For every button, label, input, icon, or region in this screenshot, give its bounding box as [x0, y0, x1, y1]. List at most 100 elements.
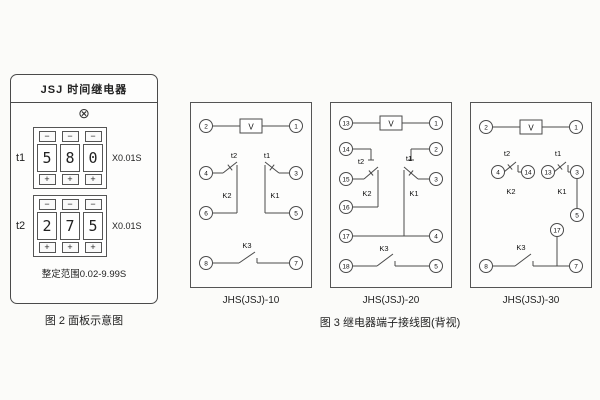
voltage-element-label: V	[248, 123, 254, 132]
decrement-button: −	[38, 131, 56, 142]
wires	[212, 125, 290, 264]
setting-range-text: 整定范围0.02-9.99S	[41, 269, 127, 280]
terminal-number: 5	[434, 264, 438, 271]
voltage-element-label: V	[528, 124, 534, 133]
decrement-button: −	[61, 199, 79, 210]
terminal-number: 8	[204, 261, 208, 268]
increment-button: +	[38, 174, 56, 185]
figure3-caption: 图 3 继电器端子接线图(背视)	[319, 317, 461, 329]
terminal-number: 3	[294, 171, 298, 178]
relay-contact-label: K3	[242, 241, 251, 250]
wiring-box-jhs20: V 13 14 15 16 17 18 1 2 3 4 5 t2 t1 K2 K	[330, 102, 452, 288]
terminal-number: 17	[553, 228, 561, 235]
figure2-caption: 图 2 面板示意图	[44, 315, 124, 327]
thumbwheel-column: − 0 +	[83, 131, 103, 185]
multiplier-label: X0.01S	[112, 153, 142, 163]
time-contact-label: t1	[406, 154, 412, 163]
terminal-number: 18	[342, 264, 350, 271]
terminal-number: 1	[434, 121, 438, 128]
t2-setting-row: t2 − 2 + − 7 + − 5 +	[16, 195, 155, 257]
terminal-number: 13	[544, 170, 552, 177]
thumbwheel-column: − 5 +	[37, 131, 57, 185]
diagram-label-jhs10: JHS(JSJ)-10	[222, 295, 280, 306]
t1-thumbwheel-group: − 5 + − 8 + − 0 +	[33, 127, 107, 189]
t1-setting-row: t1 − 5 + − 8 + − 0 +	[16, 127, 155, 189]
time-contact-label: t1	[264, 151, 270, 160]
increment-button: +	[61, 174, 79, 185]
voltage-element-label: V	[388, 120, 394, 129]
terminal-number: 1	[574, 125, 578, 132]
terminals: 2 1 4 14 13 3 5 17 8 7	[479, 120, 584, 273]
wiring-diagram-jhs10: V 2 1 4 3 6 5 8 7 t2 t1 K2 K1 K3	[199, 118, 303, 270]
wires	[492, 126, 578, 267]
voltage-element-box	[379, 115, 403, 131]
relay-front-panel: JSJ 时间继电器 ⊗ t1 − 5 + − 8 + −	[10, 74, 158, 304]
time-contact-label: t2	[504, 149, 510, 158]
relay-contact-label: K1	[409, 189, 418, 198]
terminal-number: 1	[294, 124, 298, 131]
wiring-diagram-jhs20: V 13 14 15 16 17 18 1 2 3 4 5 t2 t1 K2 K	[339, 115, 443, 273]
digit-display: 8	[60, 144, 80, 172]
terminal-number: 4	[496, 170, 500, 177]
relay-contact-label: K2	[222, 191, 231, 200]
digit-display: 7	[60, 212, 80, 240]
increment-button: +	[84, 174, 102, 185]
terminal-number: 3	[575, 170, 579, 177]
wiring-box-jhs30: V 2 1 4 14 13 3 5 17 8 7 t2 t1 K2 K1 K3	[470, 102, 592, 288]
t2-label: t2	[16, 220, 26, 232]
relay-contact-label: K3	[379, 244, 388, 253]
terminal-number: 17	[342, 234, 350, 241]
terminals: 13 14 15 16 17 18 1 2 3 4 5	[339, 116, 443, 273]
terminals: 2 1 4 3 6 5 8 7	[199, 119, 303, 270]
increment-button: +	[38, 242, 56, 253]
terminal-number: 5	[294, 211, 298, 218]
decrement-button: −	[38, 199, 56, 210]
terminal-number: 15	[342, 177, 350, 184]
terminal-number: 3	[434, 177, 438, 184]
terminal-number: 14	[342, 147, 350, 154]
terminal-number: 16	[342, 205, 350, 212]
terminal-number: 5	[575, 213, 579, 220]
thumbwheel-column: − 2 +	[37, 199, 57, 253]
time-contact-label: t2	[358, 157, 364, 166]
relay-contact-label: K1	[270, 191, 279, 200]
relay-contact-label: K2	[362, 189, 371, 198]
terminal-number: 4	[434, 234, 438, 241]
terminal-number: 7	[294, 261, 298, 268]
decrement-button: −	[84, 131, 102, 142]
terminal-number: 6	[204, 211, 208, 218]
increment-button: +	[61, 242, 79, 253]
relay-contact-label: K2	[506, 187, 515, 196]
terminal-number: 4	[204, 171, 208, 178]
panel-title: JSJ 时间继电器	[11, 75, 157, 103]
wiring-box-jhs10: V 2 1 4 3 6 5 8 7 t2 t1 K2 K1 K3	[190, 102, 312, 288]
t2-thumbwheel-group: − 2 + − 7 + − 5 +	[33, 195, 107, 257]
digit-display: 0	[83, 144, 103, 172]
digit-display: 2	[37, 212, 57, 240]
terminal-number: 14	[524, 170, 532, 177]
increment-button: +	[84, 242, 102, 253]
digit-display: 5	[83, 212, 103, 240]
t1-label: t1	[16, 152, 26, 164]
thumbwheel-column: − 5 +	[83, 199, 103, 253]
indicator-lamp-icon: ⊗	[78, 105, 90, 121]
terminal-number: 2	[204, 124, 208, 131]
terminal-number: 2	[434, 147, 438, 154]
diagram-label-jhs30: JHS(JSJ)-30	[502, 295, 560, 306]
decrement-button: −	[84, 199, 102, 210]
terminal-number: 8	[484, 264, 488, 271]
digit-display: 5	[37, 144, 57, 172]
wires	[352, 122, 430, 267]
voltage-element-box	[239, 118, 263, 134]
terminal-number: 13	[342, 121, 350, 128]
thumbwheel-column: − 8 +	[60, 131, 80, 185]
wiring-diagram-jhs30: V 2 1 4 14 13 3 5 17 8 7 t2 t1 K2 K1 K3	[479, 119, 584, 273]
multiplier-label: X0.01S	[112, 221, 142, 231]
time-contact-label: t1	[555, 149, 561, 158]
terminal-number: 7	[574, 264, 578, 271]
decrement-button: −	[61, 131, 79, 142]
relay-contact-label: K3	[516, 243, 525, 252]
relay-contact-label: K1	[557, 187, 566, 196]
diagram-label-jhs20: JHS(JSJ)-20	[362, 295, 420, 306]
